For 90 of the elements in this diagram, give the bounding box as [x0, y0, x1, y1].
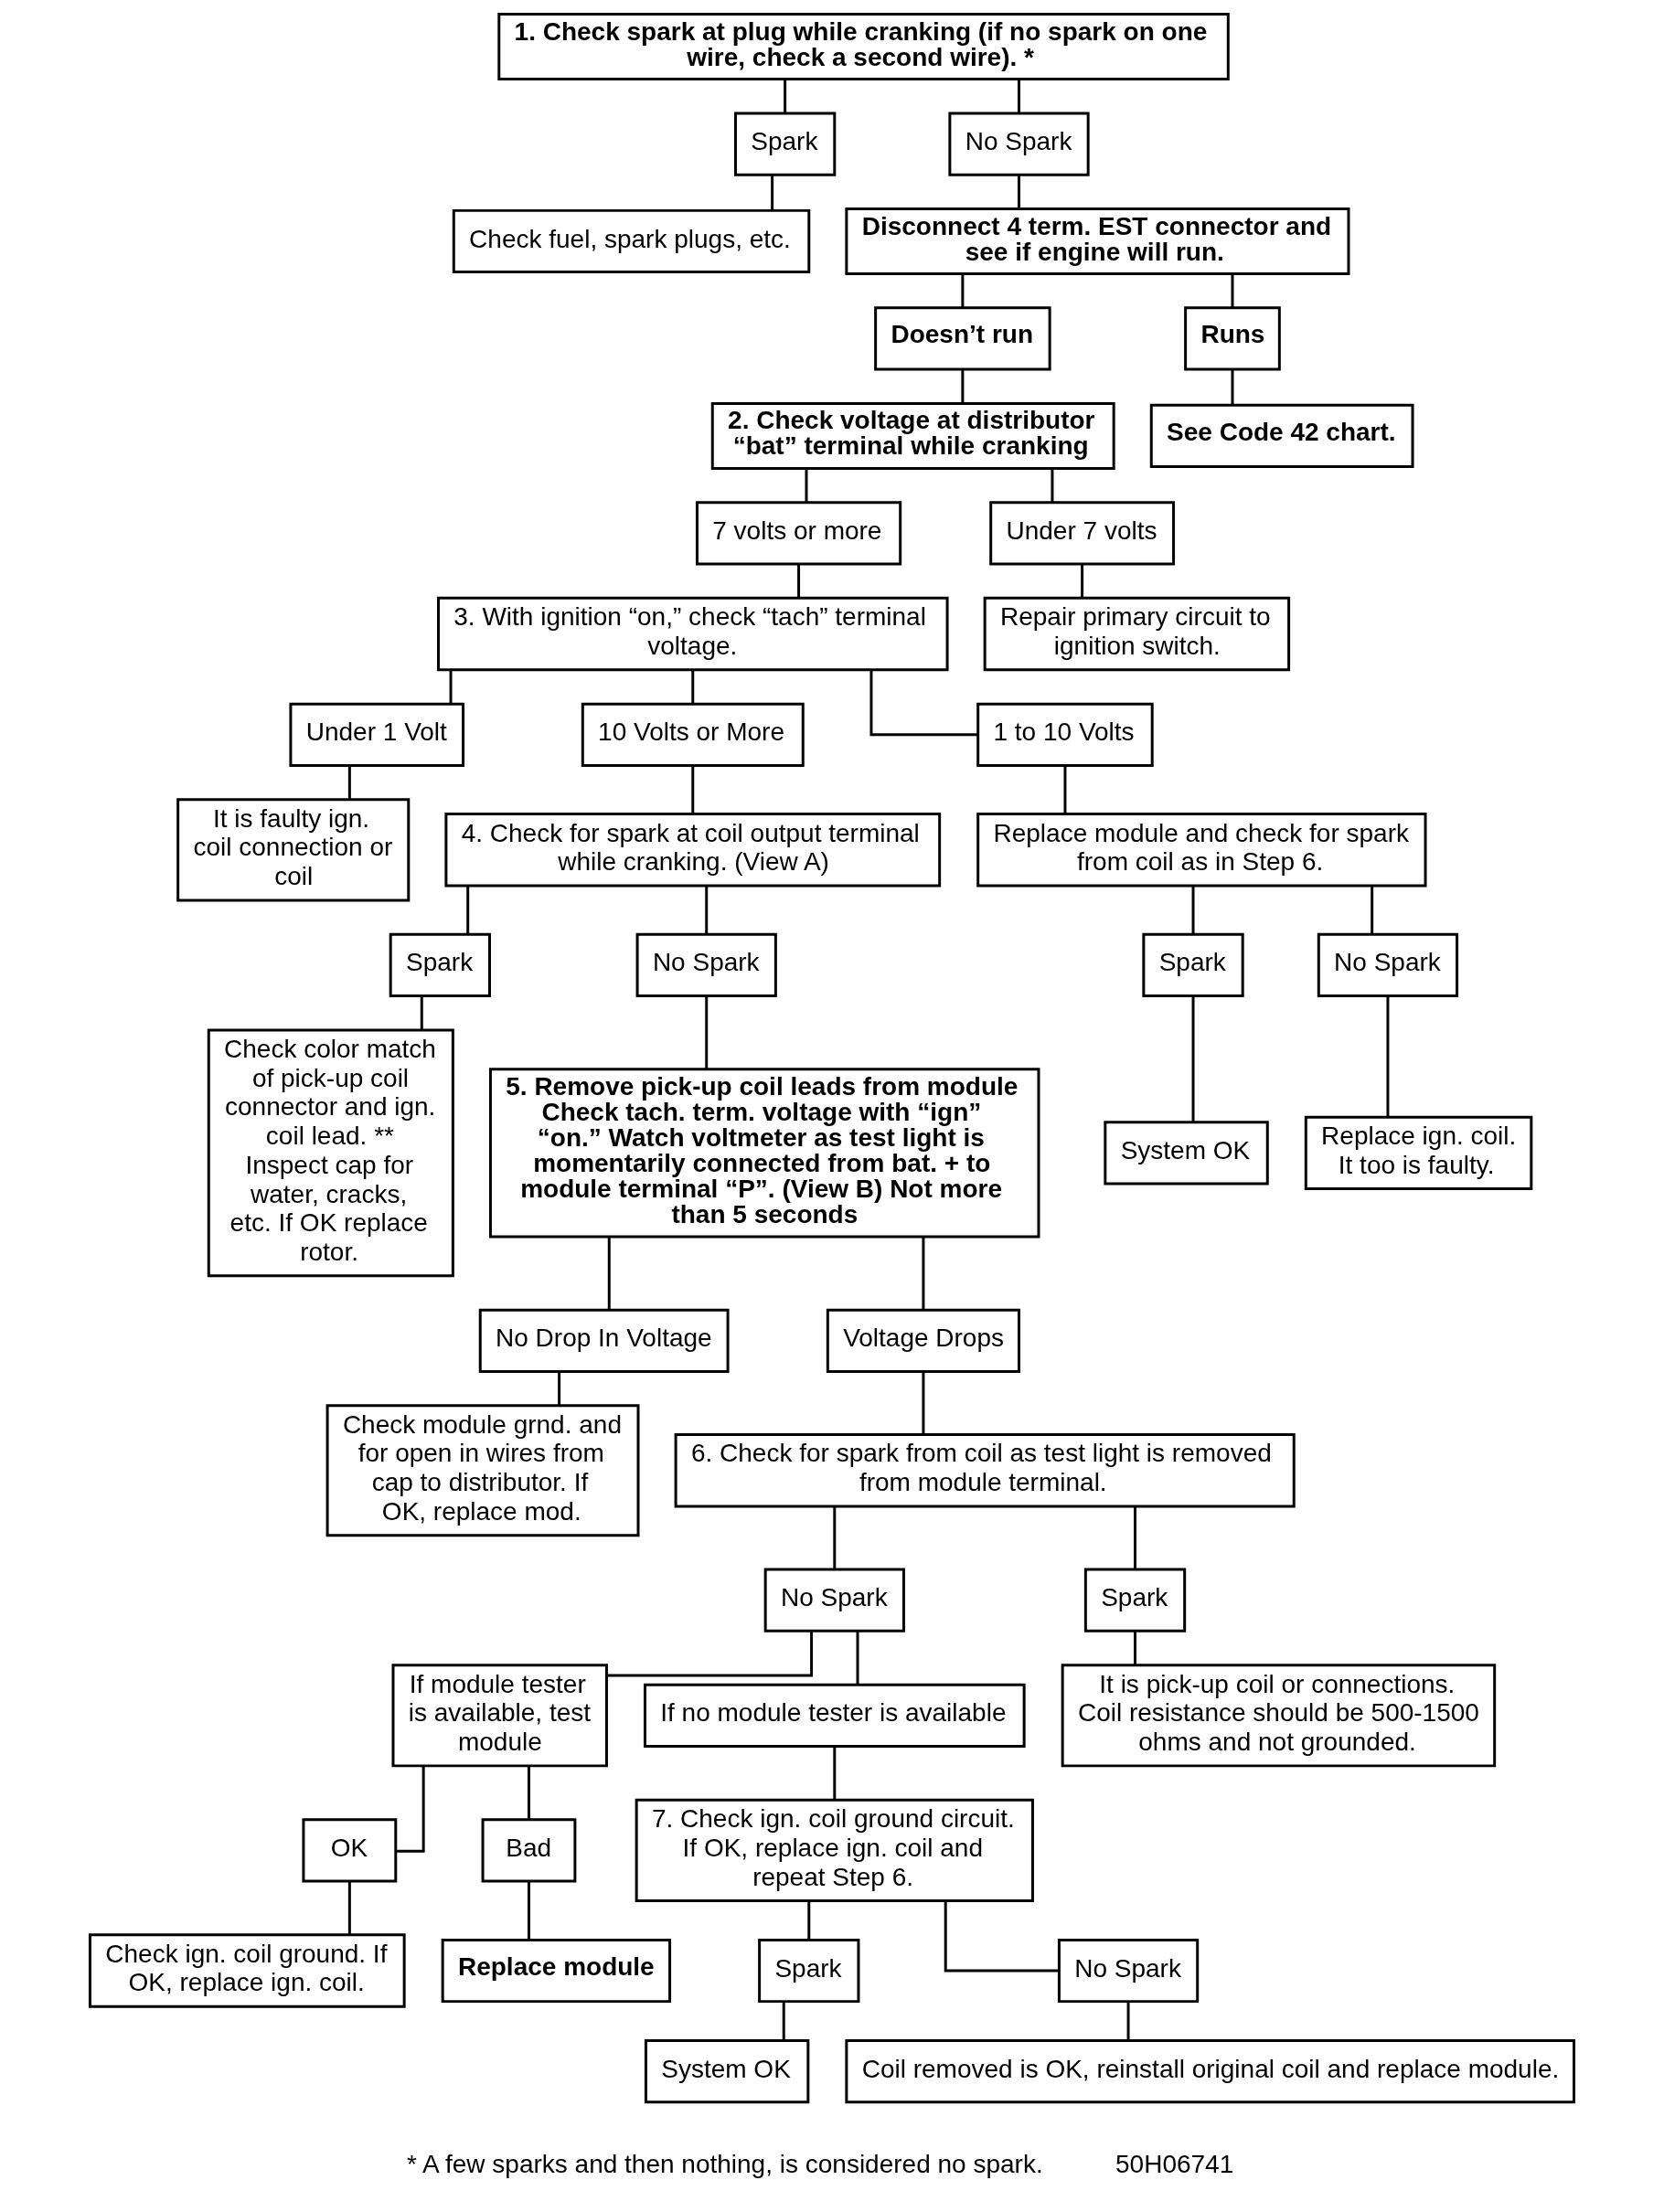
node-box: No Spark — [1317, 932, 1459, 998]
connector — [1231, 274, 1234, 308]
connector — [1134, 1506, 1136, 1569]
node-box: 7 volts or more — [695, 501, 902, 566]
connector — [347, 1881, 351, 1935]
connector — [1018, 175, 1020, 208]
node-box: Replace module — [441, 1938, 672, 2004]
connector — [1371, 886, 1374, 934]
connector — [1191, 995, 1195, 1122]
node-box: 1. Check spark at plug while cranking (if no spark on one wire, check a second wire). * — [497, 13, 1230, 81]
node-box: If no module tester is available — [644, 1683, 1026, 1748]
node-box: 3. With ignition “on,” check “tach” terminal voltage. — [437, 596, 949, 672]
node-box: Spark — [389, 932, 491, 998]
connector — [922, 1371, 925, 1435]
node-box: No Spark — [763, 1568, 905, 1632]
connector — [691, 765, 695, 814]
node-box: No Spark — [948, 112, 1090, 176]
node-box: No Drop In Voltage — [478, 1308, 730, 1373]
node-box: Coil removed is OK, reinstall original coil and replace module. — [845, 2039, 1576, 2104]
node-box: System OK — [1104, 1121, 1269, 1186]
node-box: Repair primary circuit to ignition switch. — [983, 596, 1291, 672]
connector — [1386, 995, 1390, 1117]
node-box: 1 to 10 Volts — [976, 702, 1154, 767]
node-box: Spark — [1083, 1568, 1187, 1632]
node-box: 2. Check voltage at distributor “bat” terminal while cranking — [710, 401, 1115, 470]
connector — [558, 1371, 561, 1406]
node-box: No Spark — [1057, 1938, 1200, 2004]
connector — [1134, 1631, 1136, 1665]
connector — [1063, 765, 1067, 814]
node-box: Spark — [758, 1938, 860, 2004]
connector — [805, 468, 808, 503]
connector — [833, 1747, 837, 1800]
connector — [705, 886, 709, 934]
connector — [771, 175, 774, 211]
connector — [961, 274, 965, 308]
node-box: OK — [302, 1818, 398, 1883]
connector — [1081, 564, 1084, 598]
node-box: System OK — [644, 2039, 810, 2104]
connector — [856, 1631, 859, 1685]
node-box: Doesn’t run — [874, 306, 1051, 371]
node-box: Check color match of pick-up coil connector and ign. coil lead. ** Inspect cap for water, cracks, etc. If OK replace rotor. — [207, 1028, 454, 1278]
node-box: Runs — [1184, 306, 1281, 371]
node-box: Bad — [481, 1818, 577, 1883]
node-box: If module tester is available, test module — [391, 1664, 608, 1768]
node-box: It is pick-up coil or connections. Coil resistance should be 500-1500 ohms and not grounded. — [1061, 1664, 1497, 1768]
connector — [606, 1631, 814, 1677]
node-box: 7. Check ign. coil ground circuit. If OK, replace ign. coil and repeat Step 6. — [635, 1798, 1034, 1902]
node-box: Spark — [1142, 932, 1244, 998]
connector — [1191, 886, 1195, 934]
connector — [466, 886, 470, 934]
connector — [691, 670, 695, 704]
connector — [607, 1237, 611, 1311]
node-box: 5. Remove pick-up coil leads from module Check tach. term. voltage with “ign” “on.” Watch voltmeter as test light is momentarily connected from bat. + to module terminal “P”. (View B) Not more than 5 seconds — [488, 1068, 1040, 1239]
connector — [1051, 468, 1054, 503]
connector — [807, 1901, 811, 1941]
connector — [705, 995, 709, 1069]
node-box: No Spark — [635, 932, 777, 998]
connector — [528, 1881, 530, 1940]
node-box: Check fuel, spark plugs, etc. — [452, 208, 811, 274]
connector — [869, 670, 978, 737]
connector — [1126, 2001, 1130, 2040]
connector — [449, 670, 453, 704]
node-box: Replace ign. coil. It too is faulty. — [1304, 1115, 1533, 1191]
connector — [922, 1237, 925, 1311]
node-box: 4. Check for spark at coil output terminal while cranking. (View A) — [444, 813, 942, 888]
connector — [782, 2001, 785, 2040]
connector — [528, 1766, 530, 1819]
connector — [1231, 369, 1234, 406]
connector — [944, 1901, 1059, 1973]
connector — [797, 564, 801, 598]
node-box: It is faulty ign. coil connection or coil — [176, 798, 411, 902]
connector — [833, 1506, 837, 1569]
connector — [961, 369, 965, 403]
node-box: Check ign. coil ground. If OK, replace ign. coil. — [88, 1933, 406, 2008]
node-box: Disconnect 4 term. EST connector and see if engine will run. — [845, 207, 1350, 275]
node-box: Check module grnd. and for open in wires from cap to distributor. If OK, replace mod. — [325, 1404, 640, 1537]
label: 50H06741 — [1115, 2150, 1234, 2179]
connector — [347, 765, 351, 800]
node-box: Replace module and check for spark from coil as in Step 6. — [976, 813, 1427, 888]
node-box: Voltage Drops — [826, 1308, 1020, 1373]
node-box: See Code 42 chart. — [1149, 403, 1414, 469]
connector — [420, 995, 423, 1030]
connector — [1018, 80, 1020, 113]
node-box: Spark — [733, 112, 837, 176]
node-box: 6. Check for spark from coil as test light is removed from module terminal. — [674, 1433, 1296, 1508]
node-box: Under 1 Volt — [289, 702, 465, 767]
node-box: Under 7 volts — [989, 501, 1176, 566]
node-box: 10 Volts or More — [581, 702, 805, 767]
label: * A few sparks and then nothing, is considered no spark. — [406, 2150, 1043, 2179]
connector — [784, 80, 787, 113]
